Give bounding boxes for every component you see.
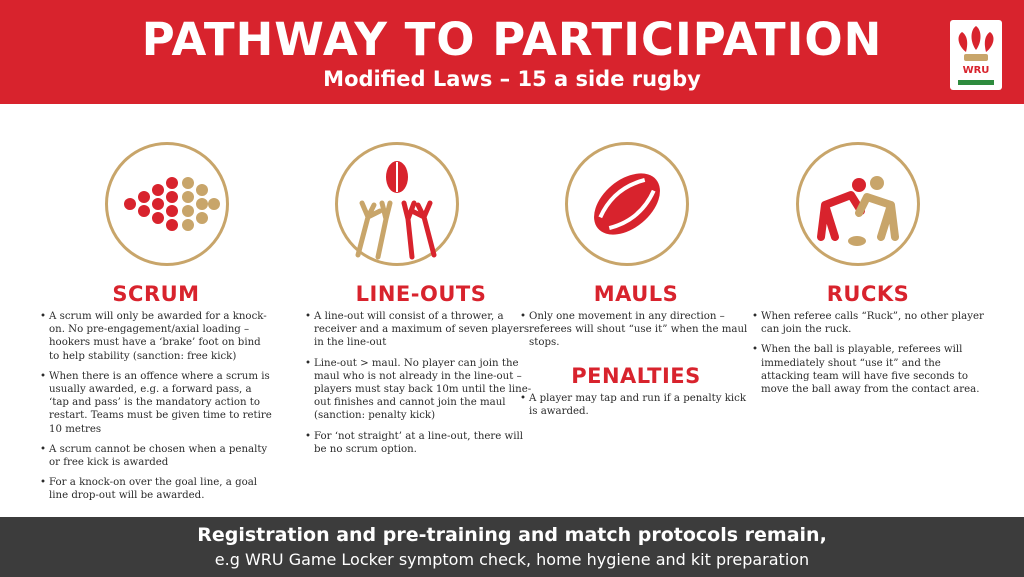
scrum-player-dot: [138, 205, 150, 217]
header-banner: PATHWAY TO PARTICIPATION Modified Laws –…: [0, 0, 1024, 104]
footer-headline: Registration and pre-training and match …: [197, 524, 827, 546]
scrum-player-dot: [196, 198, 208, 210]
scrum-player-dot: [166, 219, 178, 231]
list-item: A scrum cannot be chosen when a penalty …: [40, 443, 272, 469]
scrum-player-dot: [152, 198, 164, 210]
rugby-ball-icon: [565, 142, 689, 266]
section-title-penalties: PENALTIES: [571, 364, 701, 388]
scrum-player-dot: [182, 205, 194, 217]
lineout-hands-icon: [335, 142, 459, 266]
mauls-bullets: Only one movement in any direction – ref…: [520, 310, 752, 357]
list-item: When there is an offence where a scrum i…: [40, 370, 272, 436]
list-item: Line-out > maul. No player can join the …: [305, 357, 537, 423]
scrum-player-dot: [152, 212, 164, 224]
scrum-player-dot: [166, 191, 178, 203]
scrum-dots-icon: [105, 142, 229, 266]
scrum-player-dot: [182, 219, 194, 231]
list-item: For a knock-on over the goal line, a goa…: [40, 476, 272, 502]
scrum-player-dot: [196, 212, 208, 224]
list-item: For ‘not straight’ at a line-out, there …: [305, 430, 537, 456]
page-subtitle: Modified Laws – 15 a side rugby: [323, 67, 701, 91]
lineouts-bullets: A line-out will consist of a thrower, a …: [305, 310, 537, 463]
scrum-player-dot: [138, 191, 150, 203]
footer-subline: e.g WRU Game Locker symptom check, home …: [214, 550, 810, 569]
scrum-player-dot: [208, 198, 220, 210]
lineout-graphic: [355, 161, 437, 260]
section-title-scrum: SCRUM: [112, 282, 200, 306]
scrum-player-dot: [166, 177, 178, 189]
rucks-bullets: When referee calls “Ruck”, no other play…: [752, 310, 984, 403]
prince-of-wales-feathers-icon: [950, 20, 1002, 90]
section-title-mauls: MAULS: [593, 282, 679, 306]
list-item: When the ball is playable, referees will…: [752, 343, 984, 396]
scrum-formation-graphic: [124, 177, 220, 231]
ruck-graphic: [817, 176, 899, 246]
scrum-player-dot: [182, 177, 194, 189]
section-title-lineouts: LINE-OUTS: [355, 282, 487, 306]
section-title-rucks: RUCKS: [826, 282, 910, 306]
list-item: A scrum will only be awarded for a knock…: [40, 310, 272, 363]
scrum-player-dot: [196, 184, 208, 196]
rugby-ball-graphic: [594, 173, 660, 235]
scrum-player-dot: [166, 205, 178, 217]
ruck-players-icon: [796, 142, 920, 266]
footer-banner: Registration and pre-training and match …: [0, 517, 1024, 577]
list-item: A player may tap and run if a penalty ki…: [520, 392, 752, 418]
list-item: When referee calls “Ruck”, no other play…: [752, 310, 984, 336]
list-item: A line-out will consist of a thrower, a …: [305, 310, 537, 350]
page-title: PATHWAY TO PARTICIPATION: [141, 13, 883, 66]
logo-wordmark: WRU: [962, 65, 990, 76]
penalties-bullets: A player may tap and run if a penalty ki…: [520, 392, 752, 425]
scrum-bullets: A scrum will only be awarded for a knock…: [40, 310, 272, 510]
scrum-player-dot: [152, 184, 164, 196]
scrum-player-dot: [124, 198, 136, 210]
scrum-player-dot: [182, 191, 194, 203]
wru-logo: WRU: [950, 20, 1002, 90]
list-item: Only one movement in any direction – ref…: [520, 310, 752, 350]
